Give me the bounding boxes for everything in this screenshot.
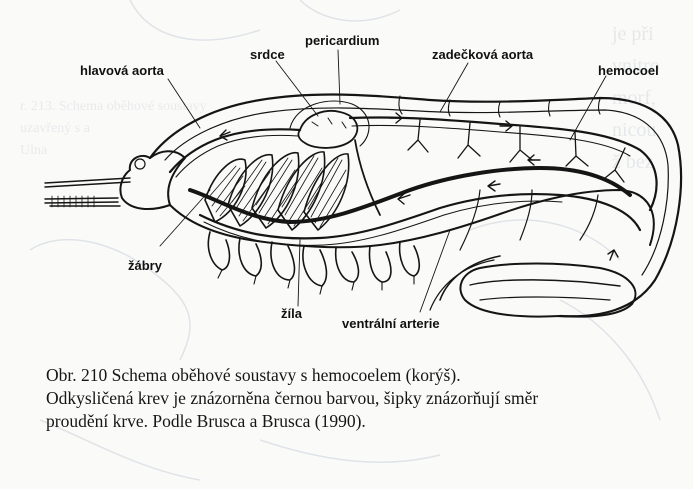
label-zila: žíla <box>281 307 302 320</box>
label-ventralni-arterie: ventrální arterie <box>342 317 440 330</box>
label-hemocoel: hemocoel <box>598 64 659 77</box>
figure-caption: Obr. 210 Schema oběhové soustavy s hemoc… <box>46 364 686 433</box>
label-hlavova-aorta: hlavová aorta <box>80 64 164 77</box>
caption-line-3: proudění krve. Podle Brusca a Brusca (19… <box>46 410 686 433</box>
ventral-artery <box>200 194 640 238</box>
crustacean-circulatory-diagram <box>0 0 693 350</box>
caption-line-2: Odkysličená krev je znázorněna černou ba… <box>46 387 686 410</box>
heart <box>298 111 357 148</box>
eye <box>135 159 145 169</box>
caption-line-1: Obr. 210 Schema oběhové soustavy s hemoc… <box>46 364 686 387</box>
label-zadeckova-aorta: zadečková aorta <box>432 48 533 61</box>
head-outline <box>120 151 185 209</box>
walking-legs <box>208 232 419 286</box>
label-srdce: srdce <box>250 48 285 61</box>
leader-lines <box>160 50 606 312</box>
label-pericardium: pericardium <box>305 34 379 47</box>
telson <box>460 264 635 317</box>
label-zabry: žábry <box>128 259 162 272</box>
